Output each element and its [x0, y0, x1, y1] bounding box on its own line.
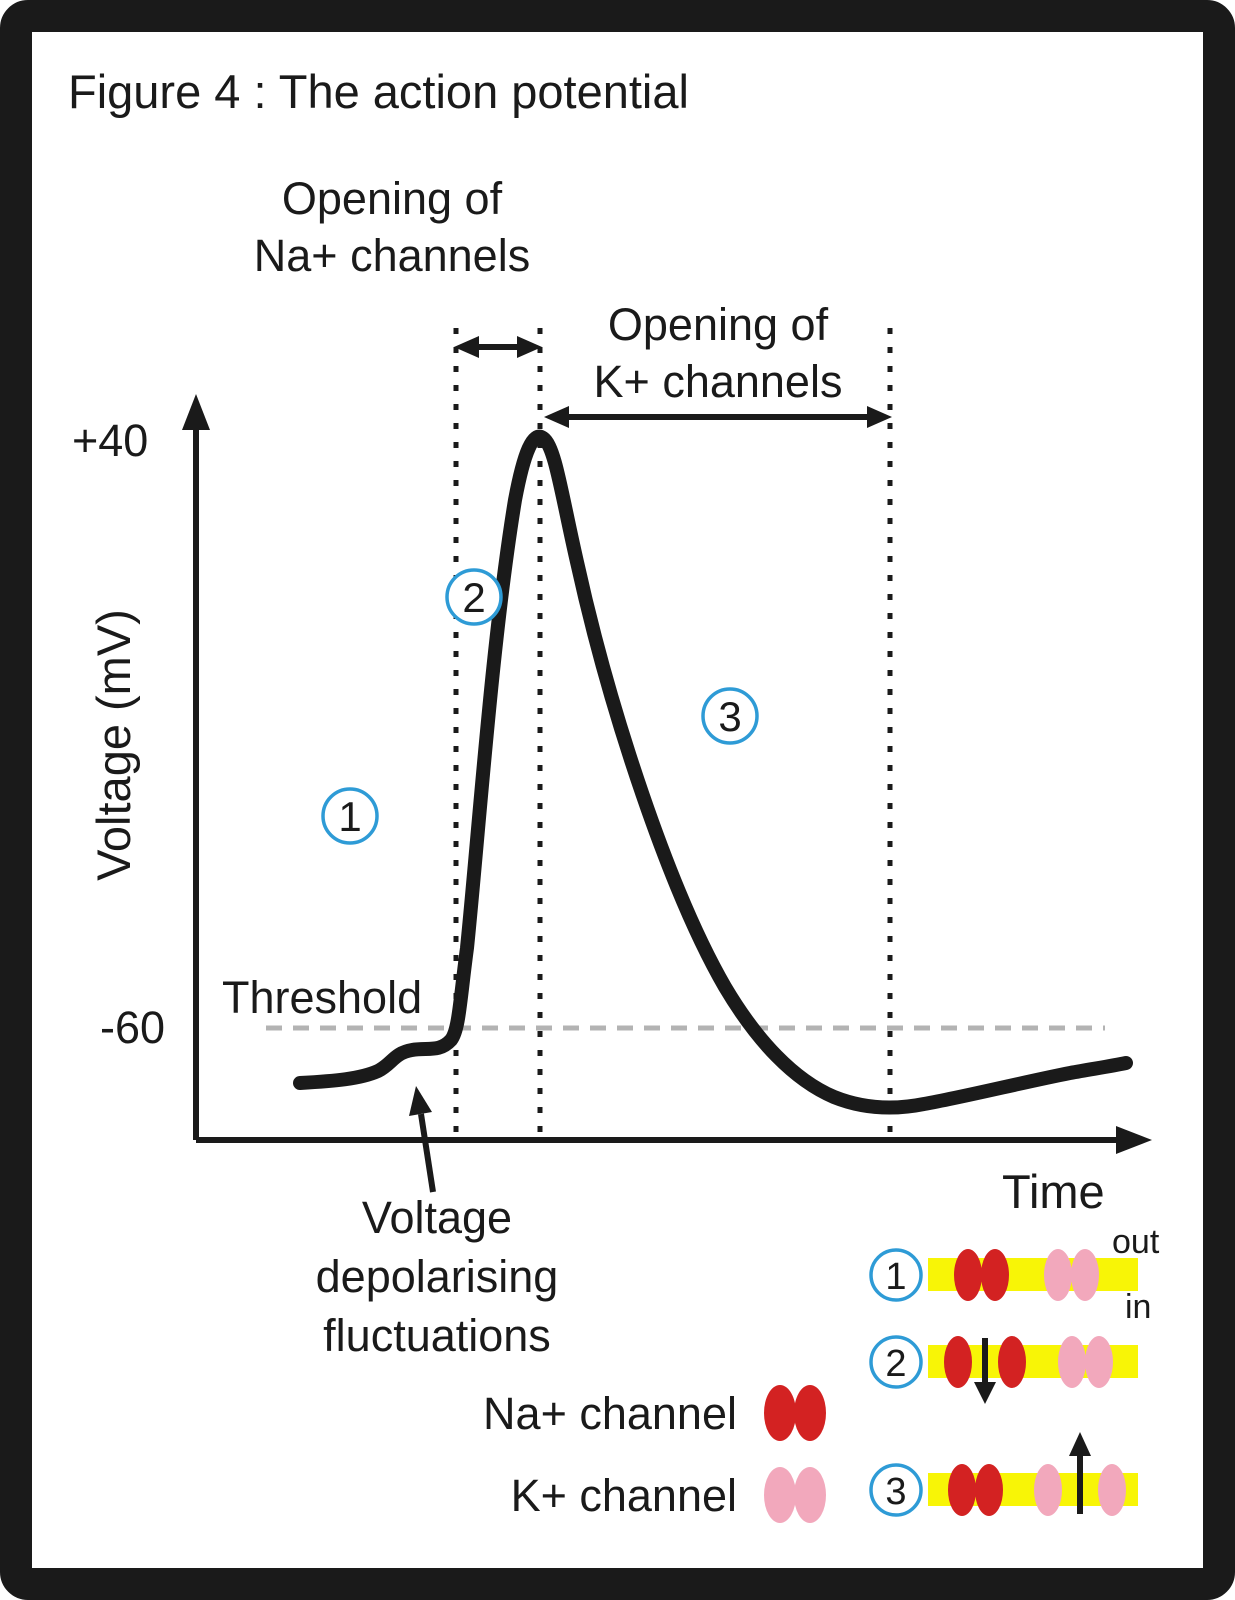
- k-opening-line2: K+ channels: [594, 356, 843, 407]
- membrane-row-1: 1 out in: [869, 1223, 1160, 1326]
- k-channel-closed-icon: [1044, 1249, 1072, 1301]
- k-channel-closed-icon: [1058, 1336, 1086, 1388]
- membrane-3-number: 3: [885, 1471, 906, 1513]
- na-channel-closed-icon: [975, 1464, 1003, 1516]
- y-tick-plus40: +40: [72, 415, 148, 466]
- k-channel-label: K+ channel: [511, 1470, 737, 1521]
- phase-3-marker: 3: [701, 687, 759, 745]
- na-interval-arrow: [454, 336, 542, 358]
- membrane-out-label: out: [1112, 1223, 1160, 1261]
- na-interval-arrowhead-right: [517, 336, 542, 358]
- k-channel-open-icon: [1034, 1464, 1062, 1516]
- membrane-row-2: 2: [869, 1335, 1138, 1404]
- membrane-in-label: in: [1125, 1288, 1151, 1326]
- fluctuations-line2: depolarising: [316, 1251, 559, 1302]
- phase-1-marker: 1: [321, 787, 379, 845]
- phase-3-number: 3: [718, 693, 741, 740]
- na-channel-icon: [764, 1385, 796, 1441]
- y-tick-minus60: -60: [100, 1002, 165, 1053]
- na-opening-annotation: Opening of Na+ channels: [254, 173, 530, 281]
- action-potential-curve: [293, 429, 1133, 1115]
- k-channel-closed-icon: [1085, 1336, 1113, 1388]
- na-influx-arrowhead: [974, 1382, 996, 1404]
- phase-1-number: 1: [338, 793, 361, 840]
- k-interval-arrow: [544, 406, 892, 428]
- k-efflux-arrowhead: [1069, 1432, 1091, 1456]
- fluctuations-line1: Voltage: [362, 1192, 512, 1243]
- k-channel-open-icon: [1098, 1464, 1126, 1516]
- y-axis-label: Voltage (mV): [87, 609, 140, 881]
- k-interval-arrowhead-left: [544, 406, 569, 428]
- na-channel-closed-icon: [954, 1249, 982, 1301]
- membrane-2-number: 2: [885, 1343, 906, 1385]
- y-axis-arrowhead: [182, 394, 210, 430]
- channel-legend: Na+ channel K+ channel: [483, 1385, 826, 1523]
- phase-2-number: 2: [462, 574, 485, 621]
- fluctuations-arrow-shaft: [418, 1113, 436, 1193]
- k-channel-icon: [764, 1467, 796, 1523]
- k-channel-closed-icon: [1071, 1249, 1099, 1301]
- phase-3-circle: [701, 687, 759, 745]
- x-axis-arrowhead: [1116, 1126, 1152, 1154]
- k-interval-arrowhead-right: [867, 406, 892, 428]
- membrane-1-circle: [869, 1248, 923, 1302]
- membrane-1-number: 1: [885, 1256, 906, 1298]
- na-channel-closed-icon: [981, 1249, 1009, 1301]
- fluctuations-line3: fluctuations: [323, 1310, 551, 1361]
- k-opening-annotation: Opening of K+ channels: [594, 299, 843, 407]
- na-channel-icon: [794, 1385, 826, 1441]
- figure-title: Figure 4 : The action potential: [68, 65, 689, 118]
- phase-1-circle: [321, 787, 379, 845]
- membrane-row-3: 3: [869, 1432, 1138, 1517]
- phase-2-circle: [445, 568, 503, 626]
- membrane-2-circle: [869, 1335, 923, 1389]
- na-channel-open-icon: [944, 1336, 972, 1388]
- phase-2-marker: 2: [445, 568, 503, 626]
- axes: [182, 394, 1152, 1154]
- threshold-label: Threshold: [222, 972, 422, 1023]
- k-channel-icon: [794, 1467, 826, 1523]
- membrane-3-circle: [869, 1463, 923, 1517]
- x-axis-label: Time: [1002, 1165, 1105, 1218]
- fluctuations-arrowhead: [409, 1086, 432, 1116]
- na-interval-arrowhead-left: [454, 336, 479, 358]
- na-channel-open-icon: [998, 1336, 1026, 1388]
- k-opening-line1: Opening of: [608, 299, 829, 350]
- na-opening-line2: Na+ channels: [254, 230, 530, 281]
- fluctuations-annotation: Voltage depolarising fluctuations: [316, 1086, 559, 1361]
- na-opening-line1: Opening of: [282, 173, 503, 224]
- na-channel-closed-icon: [948, 1464, 976, 1516]
- na-channel-label: Na+ channel: [483, 1388, 737, 1439]
